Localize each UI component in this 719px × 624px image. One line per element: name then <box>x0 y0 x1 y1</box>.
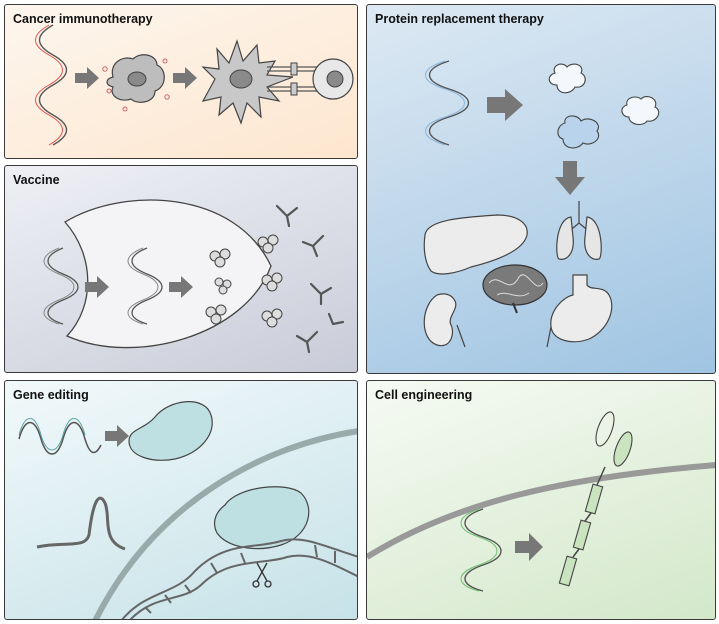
vaccine-panel: Vaccine <box>4 165 358 373</box>
brain-icon <box>482 264 548 314</box>
panel-title: Gene editing <box>13 388 89 402</box>
kidney-icon <box>423 293 466 348</box>
nuclear-membrane <box>92 428 357 619</box>
cancer-immunotherapy-panel: Cancer immunotherapy <box>4 4 358 159</box>
mrna-strand-icon <box>35 24 68 146</box>
liver-icon <box>423 214 528 275</box>
mrna-strand-icon <box>43 247 79 325</box>
stomach-icon <box>546 274 613 348</box>
mrna-strand-icon <box>425 60 469 146</box>
arrow-right-icon <box>169 276 193 298</box>
cas9-protein-icon <box>213 486 310 550</box>
arrow-right-icon <box>487 89 523 121</box>
antibody-icon <box>275 204 345 354</box>
protein-replacement-panel: Protein replacement therapy <box>366 4 716 374</box>
protein-icon <box>548 63 660 149</box>
panel-title: Protein replacement therapy <box>375 12 544 26</box>
arrow-down-icon <box>555 161 585 195</box>
arrow-right-icon <box>173 67 197 89</box>
dna-helix-icon <box>121 538 357 619</box>
mrna-strand-icon <box>127 247 163 325</box>
gene-editing-panel: Gene editing <box>4 380 358 620</box>
cell-engineering-illustration <box>367 411 715 592</box>
arrow-right-icon <box>105 425 129 447</box>
arrow-right-icon <box>85 276 109 298</box>
dendritic-cell-icon <box>201 39 354 125</box>
mrna-strand-icon <box>460 508 502 592</box>
mrna-strand-icon <box>18 418 102 455</box>
panel-title: Cell engineering <box>375 388 473 402</box>
cas9-protein-icon <box>128 401 213 461</box>
scissors-icon <box>252 562 272 588</box>
protein-icon <box>205 234 283 328</box>
cell-membrane <box>63 199 272 349</box>
cancer-immunotherapy-illustration <box>35 24 354 146</box>
gene-editing-illustration <box>18 401 357 619</box>
cell-membrane <box>367 462 715 560</box>
panel-title: Cancer immunotherapy <box>13 12 153 26</box>
panel-title: Vaccine <box>13 173 60 187</box>
vaccine-illustration <box>43 199 345 354</box>
guide-rna <box>36 496 126 551</box>
cell-icon <box>102 54 170 112</box>
protein-replacement-illustration <box>423 60 660 348</box>
arrow-right-icon <box>75 67 99 89</box>
arrow-right-icon <box>515 533 543 561</box>
lungs-icon <box>556 201 602 260</box>
car-receptor-icon <box>558 411 633 587</box>
cell-engineering-panel: Cell engineering <box>366 380 716 620</box>
